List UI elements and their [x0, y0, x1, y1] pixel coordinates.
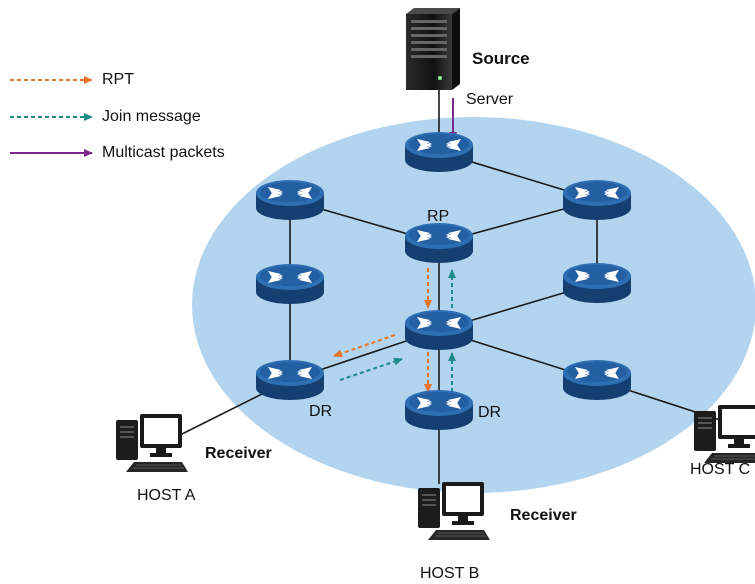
- network-area: [192, 117, 755, 493]
- computer-icon: [417, 482, 490, 541]
- router-icon: [563, 180, 631, 220]
- rpt-arrow-dr-left: [333, 334, 396, 358]
- router-icon: [405, 132, 473, 172]
- receiver-a-label: Receiver: [205, 445, 272, 462]
- router-icon: [256, 264, 324, 304]
- computer-icon: [693, 405, 755, 464]
- rp-label: RP: [427, 208, 450, 225]
- server-label: Server: [466, 91, 514, 108]
- host-c-label: HOST C: [690, 461, 751, 478]
- legend-rpt-label: RPT: [102, 71, 134, 88]
- receiver-b-label: Receiver: [510, 507, 577, 524]
- router-icon: [256, 180, 324, 220]
- legend-multicast-label: Multicast packets: [102, 144, 225, 161]
- legend-join-label: Join message: [102, 108, 201, 125]
- dr-left-label: DR: [309, 403, 333, 420]
- host-a-label: HOST A: [137, 487, 196, 504]
- computer-icon: [115, 414, 188, 473]
- router-icon: [405, 390, 473, 430]
- router-icon: [405, 223, 473, 263]
- router-icon: [405, 310, 473, 350]
- host-b-label: HOST B: [420, 565, 480, 582]
- source-title: Source: [472, 49, 530, 68]
- router-icon: [563, 263, 631, 303]
- router-icon: [563, 360, 631, 400]
- router-icon: [256, 360, 324, 400]
- dr-center-label: DR: [478, 404, 502, 421]
- join-arrow-dr-left: [339, 357, 403, 381]
- server-icon: [406, 8, 460, 90]
